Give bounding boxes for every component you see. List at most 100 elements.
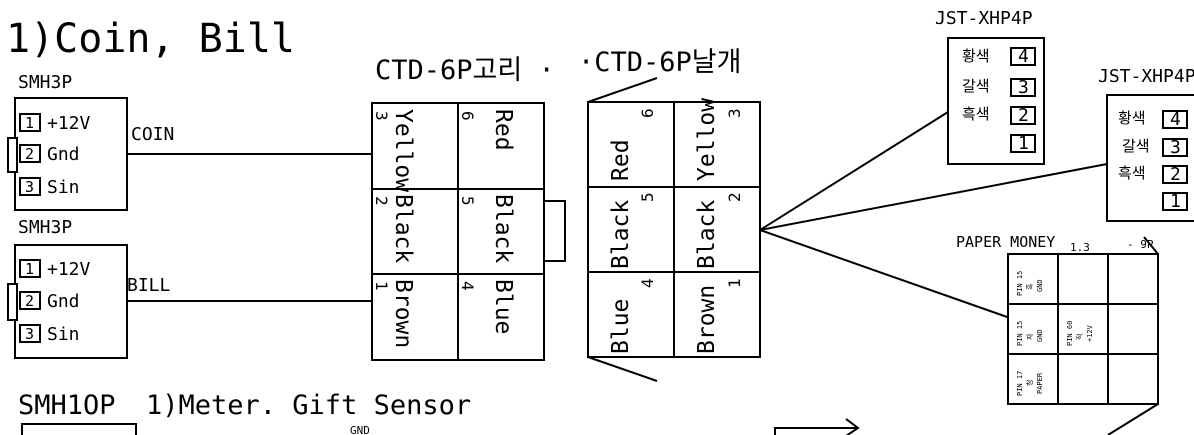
ctd-hook-cell-1-num: 3 — [372, 111, 391, 121]
wire-to-jst1 — [759, 111, 949, 231]
jst2-pin1-num: 1 — [1170, 191, 1181, 212]
ctd-hook-cell-3-num: 2 — [372, 196, 391, 206]
ctd-wing-cell-3-color: Black — [608, 200, 634, 269]
smh-bill-pin2-name: Gnd — [47, 291, 80, 312]
jst2-pin2-color: 흑색 — [1118, 164, 1146, 182]
svg-text:+12V: +12V — [1086, 324, 1094, 342]
svg-text:PIN 15: PIN 15 — [1016, 321, 1024, 346]
ctd-wing-top-flap — [587, 77, 658, 103]
ctd-wing-cell-1-color: Red — [608, 139, 634, 181]
ctd-hook-cell-2: 6 Red — [458, 109, 516, 151]
jst1-pin1-num: 1 — [1018, 133, 1029, 154]
ctd-hook-cell-6-num: 4 — [458, 281, 477, 291]
ctd-wing-cell-2: 3 Yellow — [694, 98, 744, 181]
bill-signal-label: BILL — [127, 275, 171, 296]
ctd-hook-cell-1-color: Yellow — [390, 109, 416, 192]
smh-coin-label: SMH3P — [18, 72, 72, 93]
ctd-wing-bottom-flap — [587, 356, 658, 382]
svg-text:GND: GND — [1036, 279, 1044, 292]
smh-coin-pin2-name: Gnd — [47, 144, 80, 165]
jst2-pin3-num: 3 — [1170, 137, 1181, 158]
ctd-wing-cell-6-num: 1 — [725, 278, 744, 288]
jst1-pin3-num: 3 — [1018, 77, 1029, 98]
ctd-wing-cell-5-color: Blue — [608, 299, 634, 354]
jst1-pin3-color: 갈색 — [962, 77, 990, 95]
coin-signal-label: COIN — [131, 124, 174, 145]
jst1-label: JST-XHP4P — [935, 8, 1033, 29]
ctd-hook-cell-5: 1 Brown — [372, 279, 416, 348]
ctd-wing-cell-1: 6 Red — [608, 108, 657, 181]
smh-bill-pin2-box — [19, 291, 41, 310]
ctd-hook-latch — [544, 200, 566, 262]
svg-text:적: 적 — [1075, 334, 1084, 340]
smh-coin-pin2-num: 2 — [25, 145, 34, 163]
paper-money-label: PAPER MONEY — [956, 233, 1055, 251]
svg-text:PAPER: PAPER — [1036, 372, 1044, 394]
wire-to-jst2 — [759, 163, 1108, 231]
smh-coin-pin3-box — [19, 177, 41, 196]
main-title: 1)Coin, Bill — [6, 16, 295, 62]
jst2-pin2-num: 2 — [1170, 164, 1181, 185]
ctd-wing-cell-5: 4 Blue — [608, 278, 657, 354]
smh10p-label: SMH1OP — [18, 390, 116, 421]
paper-cell-12v: PIN 60 적 +12V — [1066, 321, 1094, 346]
meter-gift-sensor-title: 1)Meter. Gift Sensor — [146, 390, 471, 421]
paper-cell-paper: PIN 17 청 PAPER — [1016, 371, 1044, 396]
ctd-hook-cell-4-color: Black — [490, 194, 516, 263]
ctd-hook-cell-5-num: 1 — [372, 281, 391, 291]
smh-coin-pin1-name: +12V — [47, 113, 91, 134]
paper-cell-gnd-2: PIN 15 자 GND — [1016, 321, 1044, 346]
svg-text:PIN 15: PIN 15 — [1016, 271, 1024, 296]
paper-cell-gnd-1: PIN 15 흑 GND — [1016, 271, 1044, 296]
smh10p-connector-partial — [21, 423, 137, 435]
smh-bill-pin2-num: 2 — [25, 292, 34, 310]
gnd-partial-label: GND — [350, 424, 370, 435]
jst2-pin4-color: 황색 — [1118, 109, 1146, 127]
wire-to-paper-money — [759, 229, 1011, 319]
smh-coin-latch — [7, 137, 18, 173]
jst2-pin3-color: 갈색 — [1122, 137, 1150, 155]
ctd-hook-cell-2-color: Red — [490, 109, 516, 151]
ctd-wing-cell-2-num: 3 — [725, 108, 744, 118]
jst1-pin4-num: 4 — [1018, 46, 1029, 67]
ctd-wing-cell-6-color: Brown — [694, 285, 720, 354]
smh-coin-pin3-name: Sin — [47, 177, 80, 198]
svg-text:청: 청 — [1026, 380, 1034, 386]
ctd-wing-cell-4-color: Black — [694, 200, 720, 269]
jst2-label: JST-XHP4P — [1098, 66, 1194, 87]
smh-bill-pin1-name: +12V — [47, 259, 91, 280]
jst2-pin4-num: 4 — [1170, 109, 1181, 130]
ctd-hook-cell-4: 5 Black — [458, 194, 516, 263]
ctd-wing-cell-2-color: Yellow — [694, 98, 720, 181]
bottom-connector-partial — [774, 427, 858, 435]
svg-text:PIN 60: PIN 60 — [1066, 321, 1074, 346]
smh-coin-pin1-box — [19, 113, 41, 132]
svg-text:자: 자 — [1025, 333, 1034, 340]
smh-bill-latch — [7, 283, 18, 321]
ctd-hook-cell-6: 4 Blue — [458, 279, 516, 334]
jst1-pin4-color: 황색 — [962, 47, 990, 65]
smh-coin-pin3-num: 3 — [25, 178, 34, 196]
smh-bill-pin3-box — [19, 324, 41, 343]
ctd-wing-cell-1-num: 6 — [638, 108, 657, 118]
ctd-wing-cell-6: 1 Brown — [694, 278, 744, 354]
smh-coin-pin2-box — [19, 144, 41, 163]
ctd-hook-cell-3-color: Black — [390, 194, 416, 263]
smh-bill-label: SMH3P — [18, 217, 72, 238]
ctd-wing-cell-3-num: 5 — [638, 192, 657, 202]
ctd-hook-cell-2-num: 6 — [458, 111, 477, 121]
ctd-hook-cell-4-num: 5 — [458, 196, 477, 206]
paper-money-sub: 1.3 — [1070, 241, 1090, 254]
ctd-wing-cell-4-num: 2 — [725, 192, 744, 202]
smh-bill-pin1-num: 1 — [25, 260, 34, 278]
paper-money-connector — [1007, 253, 1159, 405]
smh-bill-pin3-num: 3 — [25, 325, 34, 343]
svg-text:GND: GND — [1036, 329, 1044, 342]
svg-text:PIN 17: PIN 17 — [1016, 371, 1024, 396]
smh-bill-pin1-box — [19, 259, 41, 278]
ctd-wing-label: ·CTD-6P날개 — [578, 47, 741, 78]
jst1-pin2-color: 흑색 — [962, 105, 990, 123]
ctd-hook-label: CTD-6P고리 · — [375, 55, 555, 86]
